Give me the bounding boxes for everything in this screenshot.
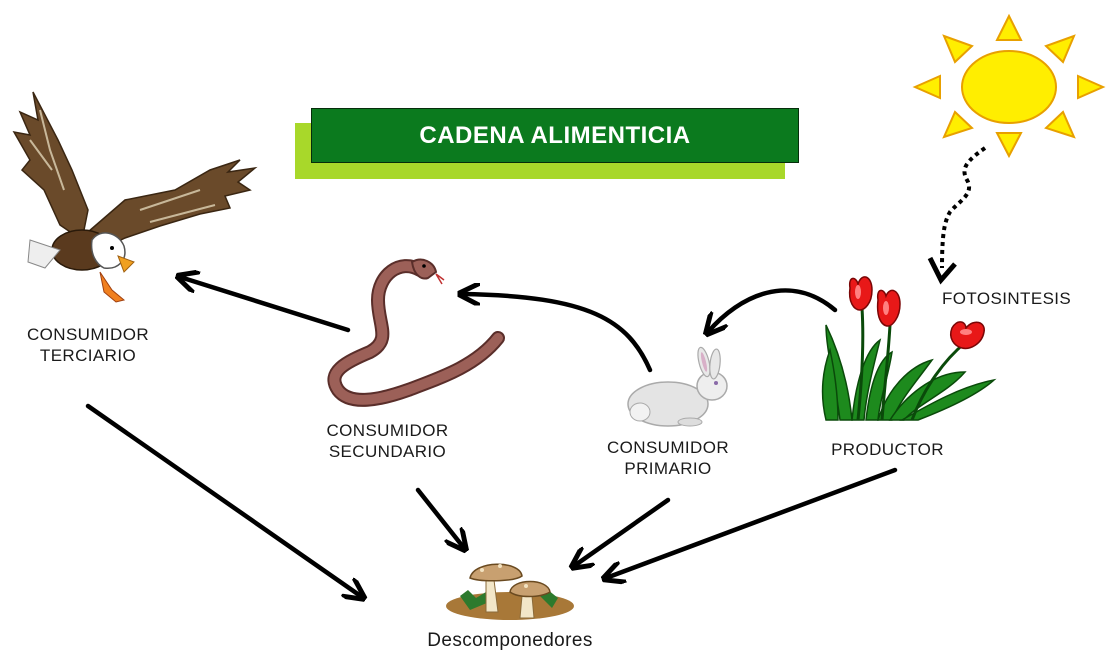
arrow-secondary-to-decomposers <box>415 487 464 548</box>
food-chain-arrows <box>85 277 898 597</box>
label-primary-line2: PRIMARIO <box>624 459 712 478</box>
label-secondary-line1: CONSUMIDOR <box>326 421 449 440</box>
label-decomposers: Descomponedores <box>427 630 593 651</box>
label-secondary-consumer: CONSUMIDOR SECUNDARIO <box>305 420 470 462</box>
sun-icon <box>912 13 1106 159</box>
tulips-icon <box>821 276 997 421</box>
label-tertiary-consumer: CONSUMIDOR TERCIARIO <box>8 324 168 366</box>
photosynthesis-arrow <box>927 146 987 285</box>
snake-icon <box>327 258 505 407</box>
label-producer: PRODUCTOR <box>831 440 944 459</box>
arrow-producer-to-primary <box>708 288 838 332</box>
arrow-primary-to-decomposers <box>574 497 671 566</box>
label-primary-line1: CONSUMIDOR <box>606 438 730 457</box>
label-secondary-line2: SECUNDARIO <box>328 442 447 461</box>
title-banner: CADENA ALIMENTICIA <box>311 108 799 163</box>
arrow-primary-to-secondary <box>462 294 653 373</box>
diagram-title: CADENA ALIMENTICIA <box>419 121 691 149</box>
mushrooms-icon <box>446 563 574 620</box>
label-tertiary-line1: CONSUMIDOR <box>26 325 150 344</box>
arrow-secondary-to-tertiary <box>180 277 351 333</box>
eagle-icon <box>12 91 258 303</box>
rabbit-icon <box>627 346 728 427</box>
arrow-producer-to-decomposers <box>606 467 898 578</box>
label-photosynthesis: FOTOSINTESIS <box>942 289 1072 308</box>
label-tertiary-line2: TERCIARIO <box>39 346 137 365</box>
label-primary-consumer: CONSUMIDOR PRIMARIO <box>583 437 753 479</box>
arrow-tertiary-to-decomposers <box>85 403 362 597</box>
